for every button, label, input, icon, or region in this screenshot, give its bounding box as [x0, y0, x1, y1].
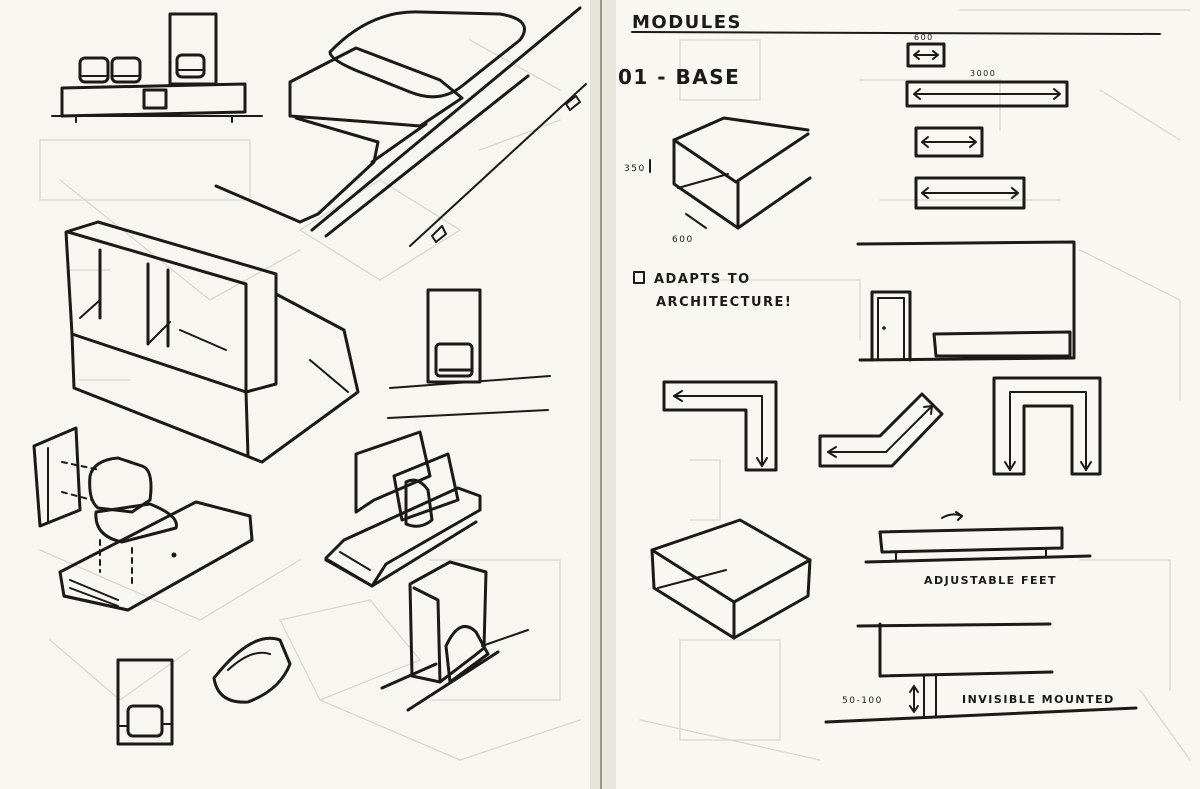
u-shape-plan — [992, 376, 1102, 476]
adapts-note: ADAPTS TO ARCHITECTURE! — [633, 271, 792, 310]
length-variants: 600 3000 — [905, 33, 1069, 210]
right-page — [602, 0, 1200, 789]
sketch-ottoman — [212, 636, 292, 704]
angled-plan — [818, 392, 944, 468]
section-title: 01 - BASE — [618, 65, 740, 89]
sketch-bench-module — [324, 430, 482, 588]
modules-heading: MODULES — [631, 12, 1161, 35]
note-line-2: ARCHITECTURE! — [656, 295, 792, 310]
l-shape-plan — [662, 380, 778, 472]
sketch-chair-on-base — [32, 426, 254, 612]
checkbox-mark — [633, 271, 645, 284]
height-dimension: 350 — [624, 164, 646, 174]
invisible-mount-sketch: 50-100 INVISIBLE MOUNTED — [824, 622, 1138, 724]
feet-label: ADJUSTABLE FEET — [924, 574, 1057, 587]
base-module-drawing: 350 600 — [624, 116, 812, 245]
short-length-label: 600 — [914, 33, 934, 42]
adjustable-feet-sketch: ADJUSTABLE FEET — [864, 511, 1092, 587]
show-through-ghost-sketches — [39, 9, 1191, 761]
page-heading: MODULES — [632, 12, 742, 33]
mount-range-label: 50-100 — [842, 696, 883, 706]
left-page — [0, 0, 602, 789]
open-box-module — [650, 518, 812, 640]
note-line-1: ADAPTS TO — [654, 272, 751, 287]
sketch-booth-chair — [387, 288, 551, 419]
wall-elevation-sketch — [856, 240, 1076, 362]
long-length-label: 3000 — [970, 69, 996, 78]
mount-label: INVISIBLE MOUNTED — [962, 693, 1115, 706]
sketch-sofa-plan — [214, 6, 587, 247]
sketch-lounge-bench — [51, 12, 263, 123]
sketch-pod-chair — [116, 658, 174, 746]
depth-dimension: 600 — [672, 235, 694, 245]
sketch-side-panel — [380, 560, 529, 712]
sketch-shelving-unit — [64, 220, 360, 464]
